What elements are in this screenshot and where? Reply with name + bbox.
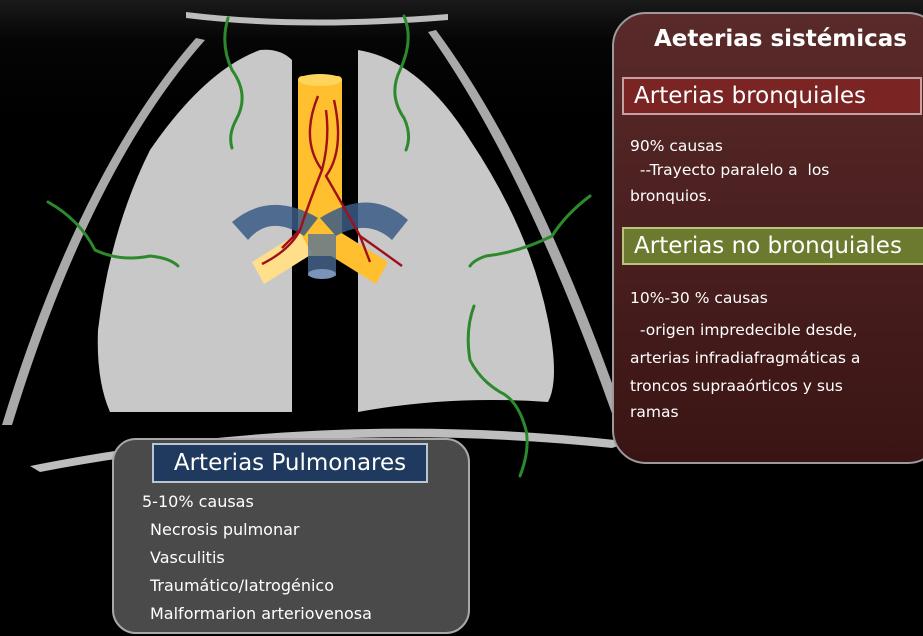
panel-title: Aeterias sistémicas — [654, 26, 907, 52]
bronchial-line-3: bronquios. — [630, 184, 712, 208]
pulmonary-line-2: Necrosis pulmonar — [150, 516, 299, 544]
pulmonary-line-5: Malformarion arteriovenosa — [150, 600, 372, 628]
bronchial-arteries-header: Arterias bronquiales — [622, 77, 922, 115]
pulmonary-arteries-header: Arterias Pulmonares — [152, 443, 428, 483]
left-lung — [98, 50, 292, 412]
systemic-arteries-panel: Aeterias sistémicas Arterias bronquiales… — [612, 12, 923, 464]
non-bronchial-line-5: ramas — [630, 400, 679, 424]
bronchial-line-2: --Trayecto paralelo a los — [630, 158, 829, 182]
non-bronchial-line-4: troncos supraaórticos y sus — [630, 374, 843, 398]
pulmonary-line-1: 5-10% causas — [142, 488, 254, 516]
pulmonary-line-3: Vasculitis — [150, 544, 225, 572]
non-bronchial-line-1: 10%-30 % causas — [630, 286, 768, 310]
pulmonary-arteries-panel: Arterias Pulmonares 5-10% causas Necrosi… — [112, 438, 470, 634]
non-bronchial-arteries-header: Arterias no bronquiales — [622, 227, 923, 265]
bronchial-line-1: 90% causas — [630, 134, 723, 158]
pulmonary-line-4: Traumático/Iatrogénico — [150, 572, 334, 600]
non-bronchial-line-2: -origen impredecible desde, — [630, 318, 857, 342]
non-bronchial-line-3: arterias infradiafragmáticas a — [630, 346, 860, 370]
